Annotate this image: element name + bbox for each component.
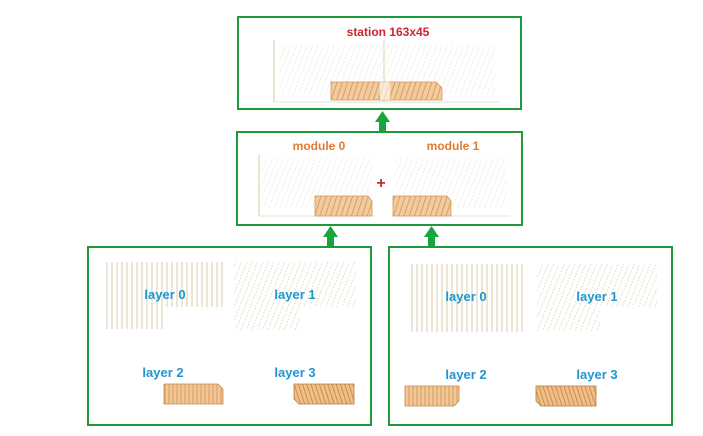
right-layer-2-label: layer 2	[445, 367, 486, 382]
right-layer-1-label: layer 1	[576, 289, 617, 304]
left-layer-0-view	[103, 262, 223, 329]
right-layer-2-panel	[404, 385, 460, 407]
plus-sign: +	[376, 175, 385, 192]
module-1-label: module 1	[427, 139, 480, 153]
arrow-left-group-to-modules	[323, 226, 338, 247]
right-layer-1-view	[537, 264, 657, 331]
arrow-modules-to-station	[375, 111, 390, 132]
station-title: station 163x45	[347, 25, 430, 39]
right-layer-3-label: layer 3	[576, 367, 617, 382]
left-layer-1-view	[234, 262, 356, 330]
module-1-view	[392, 158, 510, 217]
left-layer-3-panel	[293, 383, 355, 405]
left-layer-1-label: layer 1	[274, 287, 315, 302]
left-layer-2-panel	[163, 383, 224, 405]
right-layer-0-label: layer 0	[445, 289, 486, 304]
right-layer-3-panel	[535, 385, 597, 407]
module-0-view	[258, 155, 375, 217]
station-detector-view	[273, 40, 500, 103]
module-0-label: module 0	[293, 139, 346, 153]
left-layer-3-label: layer 3	[274, 365, 315, 380]
left-layer-2-label: layer 2	[142, 365, 183, 380]
left-layer-0-label: layer 0	[144, 287, 185, 302]
arrow-right-group-to-modules	[424, 226, 439, 247]
right-layer-0-view	[408, 264, 525, 332]
